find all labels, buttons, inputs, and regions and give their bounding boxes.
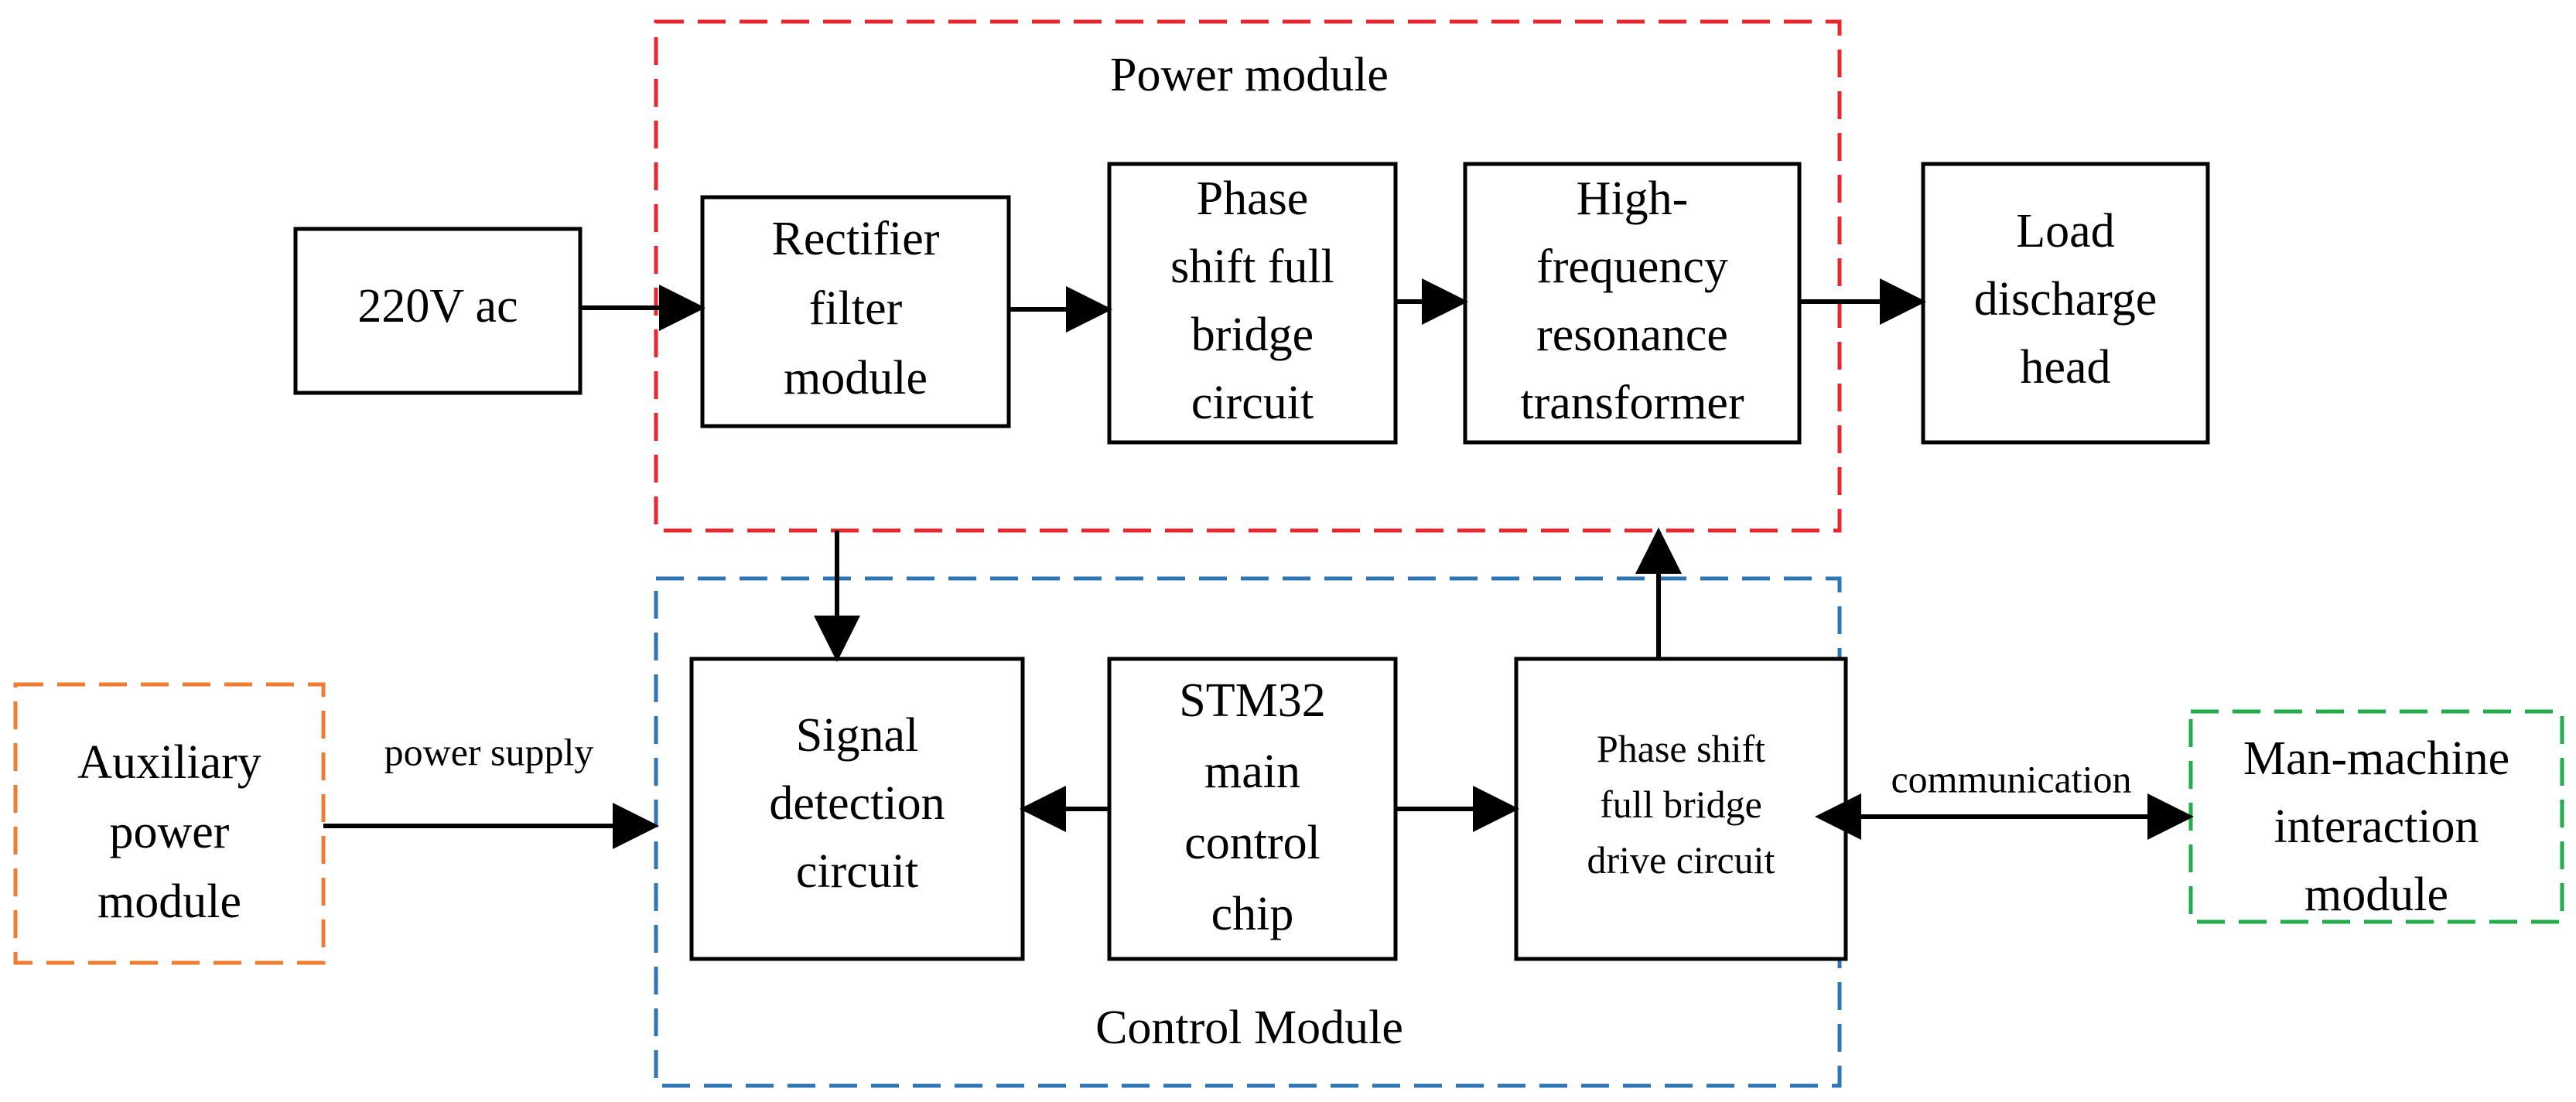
- man-machine-line: module: [2304, 868, 2448, 921]
- stm32-line: main: [1204, 745, 1300, 798]
- drive-circuit-line: full bridge: [1600, 783, 1762, 826]
- power-module-title: Power module: [1110, 49, 1389, 101]
- rectifier-line: filter: [809, 282, 903, 335]
- stm32-line: STM32: [1179, 674, 1325, 727]
- ac-source-label: 220V ac: [357, 280, 518, 333]
- stm32-box: [1107, 657, 1398, 961]
- phase-shift-bridge-label: Phase shift full bridge circuit: [1170, 172, 1334, 429]
- man-machine-line: Man-machine: [2243, 732, 2509, 785]
- control-module-title: Control Module: [1095, 1001, 1403, 1054]
- communication-label: communication: [1891, 757, 2131, 800]
- phase-shift-bridge-line: shift full: [1170, 241, 1334, 293]
- phase-shift-bridge-line: Phase: [1197, 172, 1309, 225]
- signal-detection-line: circuit: [796, 845, 918, 898]
- load-box: [1921, 162, 2210, 445]
- rectifier-line: Rectifier: [772, 213, 940, 265]
- hf-transformer-label: High-frequency resonance transformer: [1520, 172, 1744, 429]
- ac-source-box: [293, 227, 583, 395]
- rectifier-label: Rectifier filter module: [772, 213, 940, 404]
- signal-detection-line: Signal: [796, 709, 918, 762]
- auxiliary-power-line: module: [97, 875, 241, 928]
- phase-shift-bridge-line: bridge: [1191, 309, 1314, 361]
- hf-transformer-line: High-: [1577, 172, 1689, 225]
- power-supply-label: power supply: [384, 730, 594, 773]
- signal-detection-line: detection: [769, 777, 945, 830]
- drive-circuit-line: drive circuit: [1587, 838, 1775, 882]
- rectifier-line: module: [784, 352, 928, 404]
- drive-circuit-label: Phase shift full bridge drive circuit: [1587, 727, 1775, 882]
- auxiliary-power-line: Auxiliary: [77, 736, 261, 789]
- phase-shift-bridge-line: circuit: [1191, 377, 1314, 429]
- auxiliary-power-label: Auxiliary power module: [77, 736, 261, 928]
- load-line: discharge: [1974, 273, 2157, 326]
- signal-detection-box: [689, 657, 1025, 961]
- rectifier-box: [700, 195, 1011, 428]
- signal-detection-label: Signal detection circuit: [769, 709, 945, 898]
- hf-transformer-box: [1463, 162, 1802, 445]
- stm32-line: control: [1184, 817, 1320, 869]
- power-module-frame: [654, 19, 1842, 533]
- man-machine-label: Man-machine interaction module: [2243, 732, 2509, 921]
- load-label: Load discharge head: [1974, 205, 2157, 394]
- phase-shift-bridge-box: [1107, 162, 1398, 445]
- stm32-line: chip: [1211, 888, 1294, 940]
- hf-transformer-line: resonance: [1536, 309, 1728, 361]
- load-line: Load: [2016, 205, 2114, 258]
- man-machine-line: interaction: [2274, 800, 2479, 853]
- load-line: head: [2020, 341, 2110, 394]
- stm32-label: STM32 main control chip: [1179, 674, 1325, 940]
- drive-circuit-line: Phase shift: [1597, 727, 1765, 770]
- hf-transformer-line: transformer: [1520, 377, 1744, 429]
- hf-transformer-line: frequency: [1536, 241, 1728, 293]
- auxiliary-power-line: power: [110, 806, 230, 858]
- ac-source-line: 220V ac: [357, 280, 518, 333]
